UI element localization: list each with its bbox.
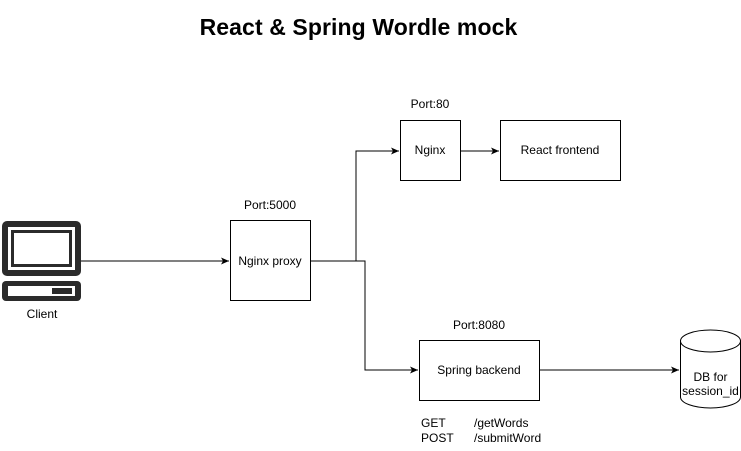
endpoint-path-getwords: /getWords xyxy=(474,416,528,430)
endpoint-method-get: GET xyxy=(421,416,446,430)
nginx-port: Port:80 xyxy=(411,97,450,111)
diagram-title: React & Spring Wordle mock xyxy=(199,14,518,40)
db-label-line1: DB for xyxy=(693,370,727,384)
react-frontend-node: React frontend xyxy=(500,120,621,181)
spring-backend-node: Spring backend xyxy=(419,340,540,401)
endpoint-path-submitword: /submitWord xyxy=(474,431,541,445)
edge-proxy-to-spring xyxy=(310,260,418,374)
nginx-node: Nginx xyxy=(400,120,461,181)
nginx-proxy-port: Port:5000 xyxy=(244,198,296,212)
edge-proxy-to-nginx xyxy=(310,147,399,262)
nginx-proxy-node: Nginx proxy xyxy=(230,220,311,301)
db-label-line2: session_id xyxy=(682,384,739,398)
nginx-label: Nginx xyxy=(415,143,446,157)
spring-backend-port: Port:8080 xyxy=(453,318,505,332)
computer-icon xyxy=(2,221,81,301)
spring-backend-label: Spring backend xyxy=(437,363,520,377)
client-label: Client xyxy=(27,307,58,321)
nginx-proxy-label: Nginx proxy xyxy=(238,254,301,268)
endpoint-method-post: POST xyxy=(421,431,454,445)
react-frontend-label: React frontend xyxy=(521,143,600,157)
